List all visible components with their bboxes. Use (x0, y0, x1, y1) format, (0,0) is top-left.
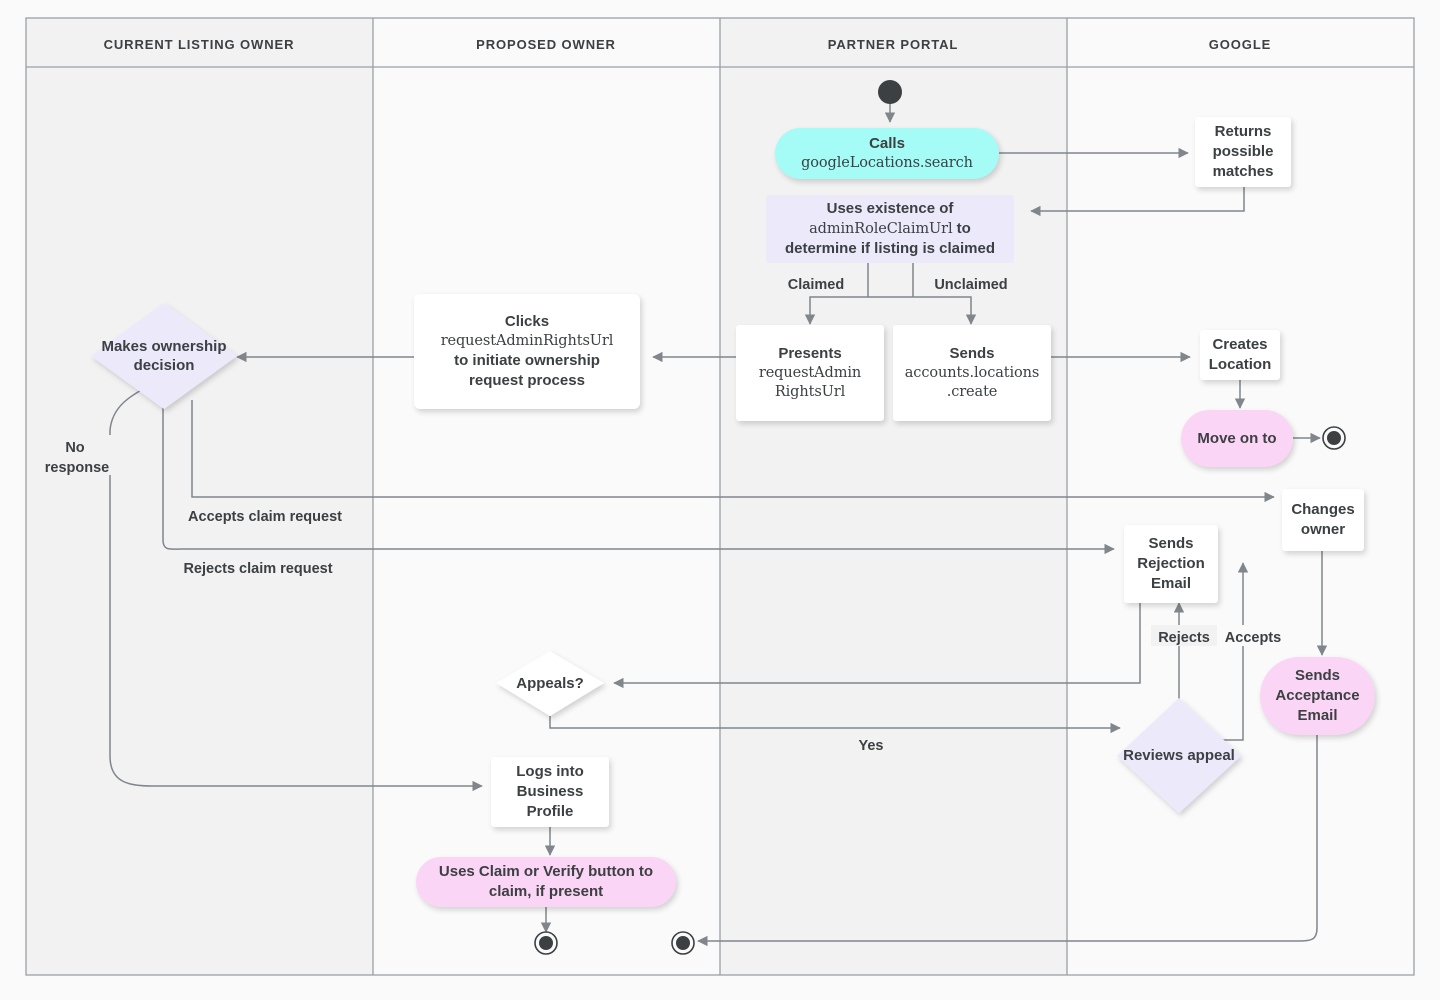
start-node-partner-portal (878, 80, 902, 104)
decision-makes-ownership-decision-label: Makes ownership decision (91, 303, 237, 409)
node-presents-line3: RightsUrl (774, 383, 846, 400)
node-sends-rejection-email-label: Sends Rejection Email (1137, 535, 1205, 592)
decision-reviews-appeal[interactable] (1117, 698, 1241, 813)
node-uses-line1: Uses existence of (826, 200, 954, 218)
edge-rejects-claim-to-rejection-email (162, 400, 1115, 555)
end-node-partner-portal (671, 931, 695, 955)
node-uses-line3: to (952, 219, 971, 237)
node-calls-line2: googleLocations.search (801, 154, 973, 171)
edge-unclaimed-branch (943, 296, 977, 325)
node-sends-create-line2: accounts.locations (904, 364, 1040, 381)
node-creates-location[interactable]: Creates Location (1200, 330, 1280, 380)
node-move-on-to-label: Move on to (1197, 429, 1277, 447)
edge-claimed-branch (804, 296, 868, 325)
decision-reviews-appeal-text: Reviews appeal (1123, 746, 1235, 764)
node-changes-owner[interactable]: Changes owner (1282, 489, 1364, 551)
node-clicks-line3: to initiate ownership (454, 352, 600, 370)
node-uses-code: adminRoleClaimUrl (809, 220, 953, 237)
decision-reviews-appeal-label: Reviews appeal (1117, 698, 1241, 813)
node-calls-line1: Calls (869, 135, 905, 153)
node-uses-line2-wrap: adminRoleClaimUrl to (809, 219, 971, 239)
node-clicks-line4: request process (469, 371, 585, 389)
decision-makes-ownership-decision[interactable] (91, 303, 237, 409)
edge-label-yes: Yes (859, 738, 884, 754)
end-node-proposed-owner (534, 931, 558, 955)
edge-rejection-email-to-appeals (613, 600, 1141, 689)
node-sends-rejection-email[interactable]: Sends Rejection Email (1124, 525, 1218, 603)
end-node-google (1322, 426, 1346, 450)
node-presents-line1: Presents (778, 344, 842, 362)
node-uses-line4: determine if listing is claimed (784, 240, 996, 258)
lane-header-partner-portal: PARTNER PORTAL (828, 37, 959, 52)
node-sends-acceptance-email[interactable]: Sends Acceptance Email (1260, 657, 1375, 735)
decision-makes-ownership-decision-text: Makes ownership decision (101, 337, 227, 375)
node-logs-into-business-profile-label: Logs into Business Profile (516, 763, 584, 820)
decision-appeals-label: Appeals? (496, 651, 604, 716)
edge-appeals-yes-to-reviews (549, 716, 1121, 734)
node-uses-claim-or-verify-button[interactable]: Uses Claim or Verify button to claim, if… (416, 857, 676, 907)
edge-label-claimed: Claimed (788, 277, 844, 293)
node-presents-line2: requestAdmin (758, 364, 862, 381)
node-returns-possible-matches[interactable]: Returns possible matches (1195, 117, 1291, 187)
edge-label-accepts-claim-request: Accepts claim request (188, 509, 342, 525)
decision-appeals-text: Appeals? (516, 674, 584, 692)
node-move-on-to[interactable]: Move on to (1181, 410, 1293, 467)
node-returns-label: Returns possible matches (1212, 123, 1274, 180)
lane-header-current-listing-owner: CURRENT LISTING OWNER (104, 37, 295, 52)
node-uses-claim-or-verify-button-label: Uses Claim or Verify button to claim, if… (438, 863, 654, 900)
edge-accepts-claim-to-changes-owner (191, 400, 1275, 503)
node-sends-accounts-locations-create[interactable]: Sends accounts.locations .create (893, 325, 1051, 421)
lane-header-google: GOOGLE (1209, 37, 1271, 52)
node-presents-request-admin-rights-url[interactable]: Presents requestAdmin RightsUrl (736, 325, 884, 421)
node-clicks-request-admin-rights-url[interactable]: Clicks requestAdminRightsUrl to initiate… (414, 294, 640, 409)
node-sends-create-line3: .create (946, 383, 998, 400)
node-sends-acceptance-email-label: Sends Acceptance Email (1275, 667, 1360, 724)
edge-label-accepts: Accepts (1225, 630, 1281, 646)
edge-acceptance-email-to-partner-end (697, 734, 1318, 947)
edge-label-rejects-claim-request: Rejects claim request (183, 561, 332, 577)
node-uses-existence-of-admin-role-claim-url[interactable]: Uses existence of adminRoleClaimUrl to d… (766, 195, 1014, 263)
node-logs-into-business-profile[interactable]: Logs into Business Profile (491, 757, 609, 827)
edge-returns-to-uses (1030, 187, 1245, 217)
edge-label-rejects: Rejects (1158, 630, 1210, 646)
node-changes-owner-label: Changes owner (1291, 501, 1355, 538)
node-creates-location-label: Creates Location (1208, 336, 1272, 373)
edge-label-no-response: No response (45, 440, 109, 476)
lane-header-proposed-owner: PROPOSED OWNER (476, 37, 616, 52)
node-calls-google-locations-search[interactable]: Calls googleLocations.search (775, 128, 999, 179)
edge-label-unclaimed: Unclaimed (934, 277, 1007, 293)
node-clicks-line2: requestAdminRightsUrl (440, 333, 614, 350)
decision-appeals[interactable] (496, 651, 604, 716)
node-clicks-line1: Clicks (504, 313, 550, 331)
node-sends-create-line1: Sends (949, 344, 995, 362)
